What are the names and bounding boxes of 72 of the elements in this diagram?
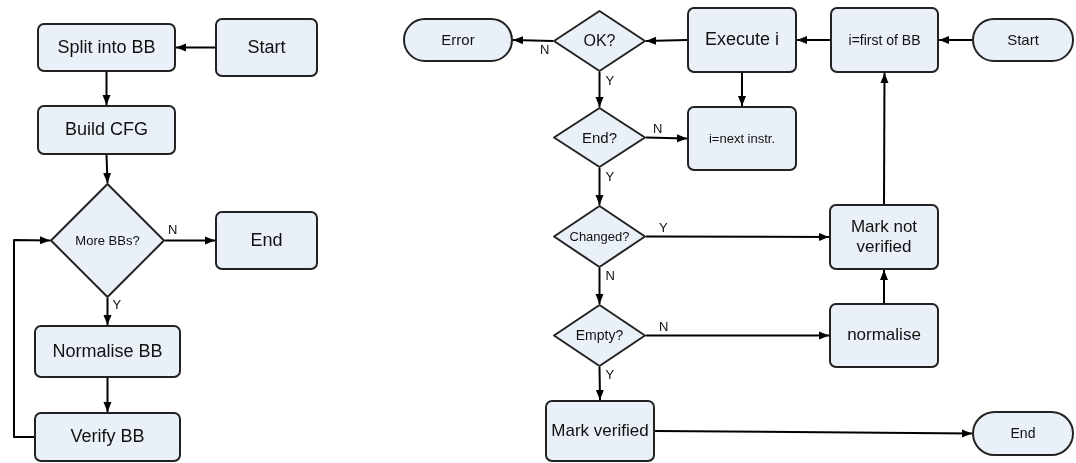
process-box: [829, 303, 939, 368]
step-label: i=next instr.: [707, 130, 777, 147]
step-label: Start: [246, 36, 287, 59]
process-box: [829, 204, 939, 270]
decision-label: Changed?: [569, 228, 630, 245]
step-label: normalise: [846, 325, 922, 346]
arrow: [103, 297, 112, 326]
arrow: [645, 232, 830, 241]
decision-diamond: [553, 205, 646, 268]
decision-diamond: [50, 183, 165, 298]
arrow: [164, 236, 216, 245]
process-box: [687, 106, 797, 171]
edge-label: Y: [604, 74, 616, 87]
step-label: Build CFG: [64, 119, 149, 141]
process-box: [830, 7, 939, 73]
arrow: [880, 72, 889, 205]
decision-diamond: [553, 10, 646, 72]
arrow: [880, 269, 888, 304]
arrow: [738, 72, 746, 107]
terminal-box: [972, 411, 1074, 456]
step-label: Start: [1006, 31, 1040, 49]
arrow: [13, 236, 51, 438]
decision-label: OK?: [583, 31, 616, 51]
decision-diamond: [553, 304, 646, 367]
decision-label: Empty?: [575, 327, 624, 344]
process-box: [34, 412, 181, 462]
edge-label: Y: [111, 298, 123, 311]
arrow: [595, 71, 604, 108]
step-label: Mark verified: [550, 420, 650, 442]
edge-label: N: [604, 269, 616, 282]
arrow: [103, 154, 112, 184]
arrow: [595, 167, 604, 206]
process-box: [687, 7, 797, 73]
arrow: [645, 331, 830, 340]
arrow: [512, 36, 554, 45]
arrow: [595, 267, 604, 305]
terminal-box: [972, 18, 1074, 62]
step-label: Normalise BB: [51, 340, 164, 363]
process-box: [37, 23, 176, 72]
step-label: i=first of BB: [847, 31, 922, 49]
process-box: [34, 325, 181, 378]
arrow: [103, 377, 112, 413]
step-label: Mark not verified: [849, 216, 919, 258]
process-box: [37, 105, 176, 155]
arrow: [102, 71, 111, 106]
arrow: [938, 36, 973, 44]
process-box: [215, 18, 318, 77]
decision-label: More BBs?: [75, 232, 140, 249]
step-label: End: [249, 229, 284, 252]
decision-label: End?: [581, 128, 617, 147]
step-label: Split into BB: [56, 36, 157, 59]
edge-label: Y: [604, 368, 616, 381]
process-box: [545, 400, 655, 462]
edge-label: N: [658, 319, 670, 333]
arrow: [595, 366, 604, 401]
arrow: [654, 429, 973, 438]
decision-diamond: [553, 107, 646, 168]
terminal-box: [403, 18, 513, 62]
process-box: [215, 211, 318, 270]
arrow: [175, 43, 216, 52]
step-label: End: [1009, 425, 1037, 442]
arrow: [645, 36, 688, 45]
step-label: Verify BB: [69, 426, 146, 448]
step-label: Error: [440, 31, 476, 49]
edge-label: Y: [604, 170, 616, 183]
step-label: Execute i: [703, 29, 780, 51]
arrow: [645, 134, 688, 143]
edge-label: N: [652, 121, 664, 135]
edge-label: Y: [658, 220, 669, 234]
edge-label: N: [539, 43, 551, 56]
edge-label: N: [167, 222, 179, 236]
arrow: [796, 36, 831, 44]
